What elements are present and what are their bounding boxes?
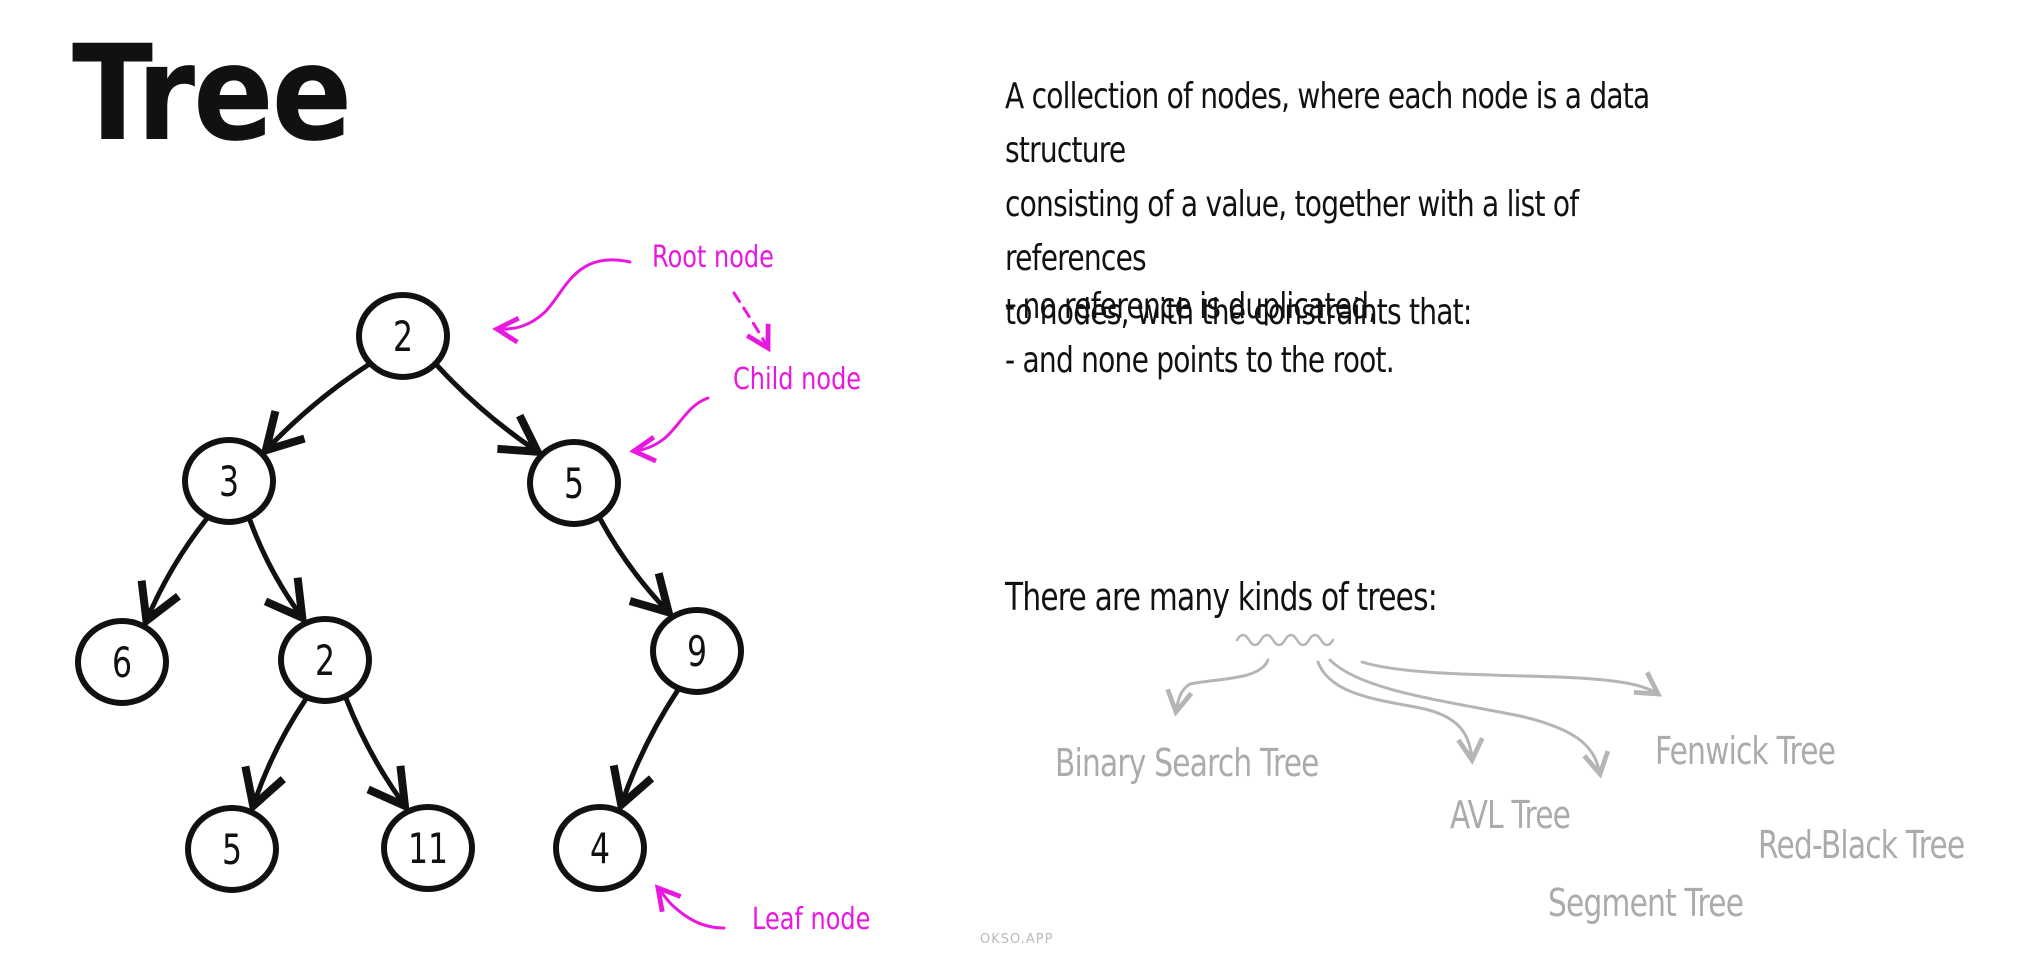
constraint-item: - and none points to the root. [1005,340,1395,381]
constraints-list: - no reference is duplicated, - and none… [1005,280,1473,388]
leaf-annotation-arrow [654,884,726,930]
tree-node-circle [553,804,647,892]
trees-squiggle [1235,633,1335,647]
tree-node: 5 [185,805,279,893]
tree-node-circle [278,616,372,704]
definition-line: A collection of nodes, where each node i… [1005,76,1650,171]
tree-edges [137,361,681,814]
tree-node-value: 6 [112,639,132,688]
tree-definition: A collection of nodes, where each node i… [1005,70,1691,340]
tree-node: 3 [182,437,276,525]
arrow-to-avl-tree [1316,660,1485,765]
definition-line: consisting of a value, together with a l… [1005,184,1579,279]
kind-red-black-tree: Red-Black Tree [1758,823,1965,867]
tree-node-circle [356,292,450,380]
tree-node: 2 [356,292,450,380]
arrow-to-fenwick-tree [1360,660,1663,697]
tree-node-value: 5 [222,826,242,875]
tree-node-value: 11 [408,825,448,874]
constraint-item: - no reference is duplicated, [1005,286,1377,327]
tree-node-value: 9 [687,628,707,677]
credit-text: OKSO.APP [980,932,1054,947]
tree-node: 2 [278,616,372,704]
tree-node-value: 4 [590,825,610,874]
tree-edge [433,362,545,457]
tree-edge [609,687,681,813]
tree-node-circle [650,607,744,695]
tree-edge [343,696,410,813]
tree-node-circle [75,618,169,706]
child-annotation-arrow [629,396,710,464]
kind-segment-tree: Segment Tree [1548,881,1744,925]
arrow-to-binary-search-tree [1165,658,1270,717]
tree-node: 6 [75,618,169,706]
tree-node-circle [185,805,279,893]
tree-edge [247,517,308,625]
tree-node-value: 5 [564,460,584,509]
page-title: Tree [72,17,352,171]
tree-node-circle [527,439,621,527]
tree-node-value: 2 [315,637,335,686]
root-node-label: Root node [652,240,774,275]
kind-fenwick-tree: Fenwick Tree [1655,729,1836,773]
tree-node-circle [182,437,276,525]
root-to-child-dashed-arrow [732,291,771,353]
kind-avl-tree: AVL Tree [1450,793,1571,837]
tree-node-circle [381,804,475,892]
tree-edge [241,696,309,814]
tree-edge [597,516,675,619]
child-node-label: Child node [733,362,862,397]
kinds-heading: There are many kinds of trees: [1005,575,1438,619]
tree-nodes: 2 3 5 6 2 9 5 11 4 [75,292,744,893]
tree-node-value: 2 [393,313,413,362]
tree-edge [137,516,210,629]
tree-node-value: 3 [219,458,239,507]
kind-binary-search-tree: Binary Search Tree [1055,741,1319,785]
root-annotation-arrow [492,258,632,345]
arrow-to-segment-tree [1328,658,1611,779]
definition-line: to nodes, with the constraints that: [1005,292,1472,333]
tree-node: 9 [650,607,744,695]
tree-node: 11 [381,804,475,892]
tree-node: 4 [553,804,647,892]
tree-edge [260,361,372,457]
tree-node: 5 [527,439,621,527]
leaf-node-label: Leaf node [752,902,871,937]
